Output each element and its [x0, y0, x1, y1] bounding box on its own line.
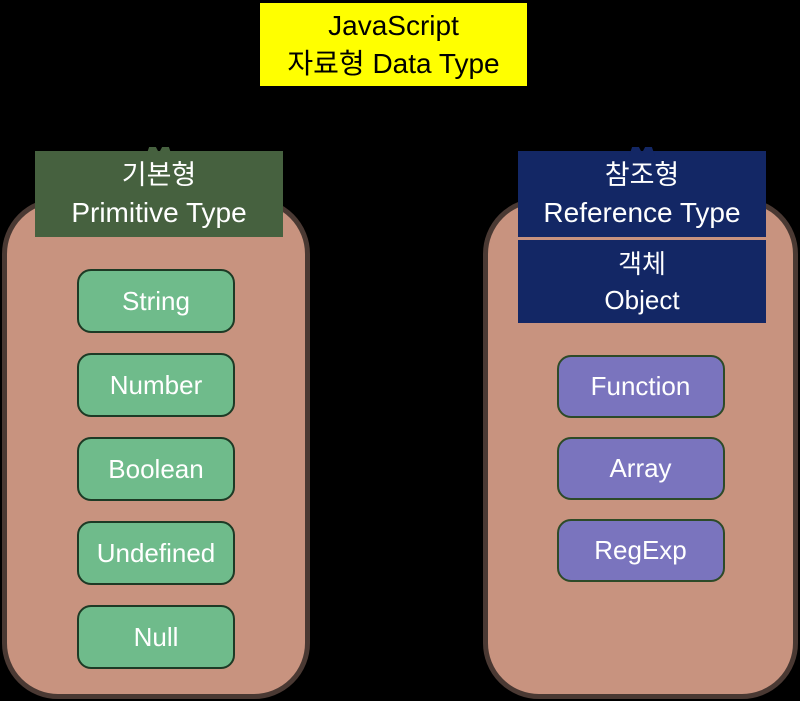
- primitive-header: 기본형 Primitive Type: [35, 147, 283, 237]
- reference-header-korean: 참조형: [604, 160, 680, 190]
- type-box-label: Boolean: [108, 453, 204, 484]
- primitive-container: String Number Boolean Undefined Null: [2, 198, 310, 699]
- reference-items: Function Array RegExp: [488, 355, 793, 582]
- type-box-label: Function: [590, 371, 691, 401]
- type-box-label: Number: [109, 369, 203, 400]
- object-subheader: 객체 Object: [518, 240, 766, 323]
- object-subheader-english: Object: [604, 284, 680, 315]
- type-box-regexp: RegExp: [556, 519, 725, 582]
- type-box-label: Undefined: [96, 537, 216, 568]
- type-box-array: Array: [556, 437, 725, 500]
- type-box-label: Null: [133, 621, 179, 652]
- type-box-label: String: [122, 285, 190, 316]
- object-subheader-korean: 객체: [618, 248, 666, 279]
- type-box-label: Array: [609, 453, 672, 483]
- title-line-2: 자료형 Data Type: [287, 47, 500, 79]
- type-box-undefined: Undefined: [77, 521, 235, 585]
- reference-header-english: Reference Type: [543, 197, 741, 228]
- type-box-boolean: Boolean: [77, 437, 235, 501]
- title-box: JavaScript 자료형 Data Type: [260, 3, 527, 86]
- type-box-null: Null: [77, 605, 235, 669]
- primitive-header-korean: 기본형: [121, 160, 197, 190]
- header-notch: [146, 147, 172, 156]
- type-box-string: String: [77, 269, 235, 333]
- reference-header: 참조형 Reference Type: [518, 147, 766, 237]
- type-box-number: Number: [77, 353, 235, 417]
- title-line-1: JavaScript: [328, 9, 459, 41]
- header-notch: [629, 147, 655, 156]
- primitive-header-english: Primitive Type: [71, 197, 247, 228]
- type-box-function: Function: [556, 355, 725, 418]
- type-box-label: RegExp: [594, 535, 687, 565]
- primitive-items: String Number Boolean Undefined Null: [7, 269, 305, 669]
